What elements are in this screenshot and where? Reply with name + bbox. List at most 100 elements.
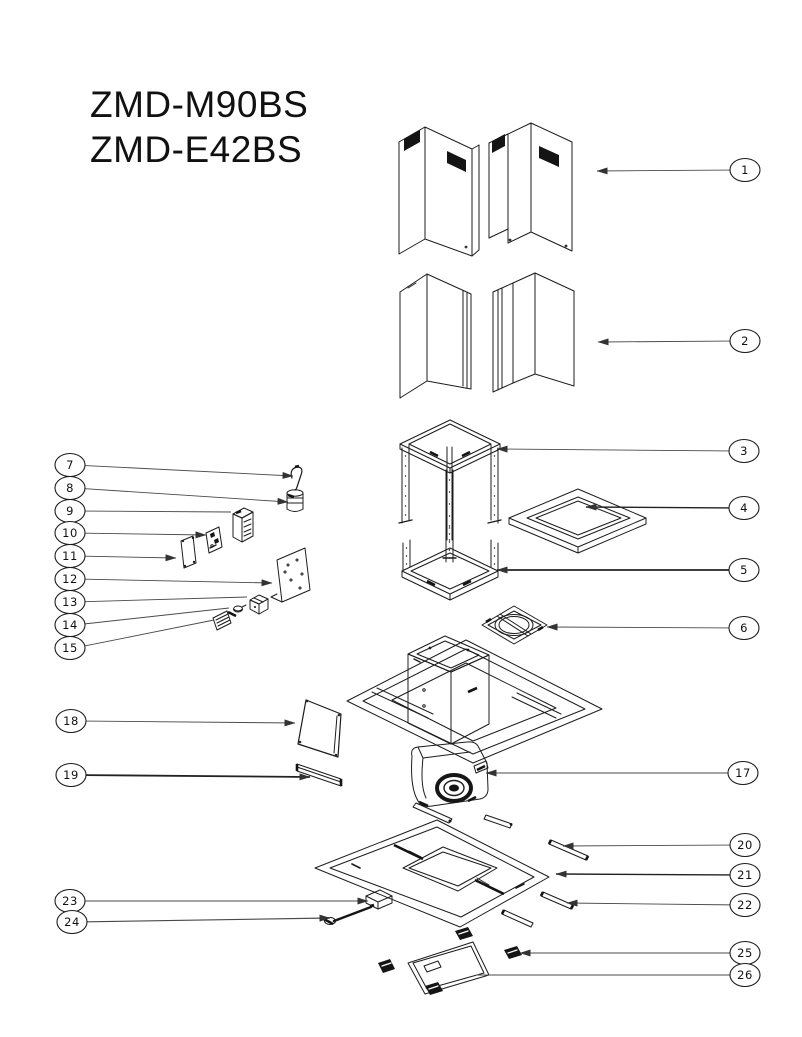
balloon-circle-4 bbox=[728, 495, 760, 521]
balloon-circle-6 bbox=[728, 615, 760, 641]
part-19-trim-strip-drawing bbox=[295, 763, 343, 787]
leader-line-14 bbox=[84, 607, 230, 625]
balloon-number-22: 22 bbox=[737, 898, 753, 912]
balloon-number-3: 3 bbox=[740, 444, 748, 458]
callout-balloon-10: 10 bbox=[54, 520, 207, 546]
electrical-parts-group-drawing bbox=[180, 464, 311, 631]
balloon-number-20: 20 bbox=[737, 838, 753, 852]
balloon-number-21: 21 bbox=[737, 868, 753, 882]
balloon-number-11: 11 bbox=[62, 549, 78, 563]
leader-line-22 bbox=[566, 899, 731, 907]
strip-top-drawing bbox=[483, 814, 513, 829]
balloon-number-24: 24 bbox=[64, 915, 80, 929]
balloon-number-7: 7 bbox=[66, 458, 74, 472]
model-title-line1: ZMD-M90BS bbox=[90, 84, 309, 125]
part-11-panel-drawing bbox=[180, 535, 197, 569]
leader-line-24 bbox=[86, 914, 331, 923]
callout-balloon-1: 1 bbox=[596, 157, 761, 183]
part-8-capacitor-drawing bbox=[286, 489, 304, 512]
balloon-circle-24 bbox=[56, 909, 88, 935]
leader-line-18 bbox=[85, 719, 296, 727]
callout-balloon-4: 4 bbox=[585, 495, 760, 521]
part-20-strip-drawing bbox=[547, 839, 590, 861]
balloon-number-5: 5 bbox=[740, 563, 748, 577]
callout-balloon-18: 18 bbox=[55, 708, 296, 734]
leader-line-15 bbox=[84, 619, 215, 647]
part-15-vent-grille-drawing bbox=[212, 610, 232, 631]
leader-line-20 bbox=[562, 842, 731, 850]
model-title: ZMD-M90BS ZMD-E42BS bbox=[90, 82, 308, 172]
callout-balloon-11: 11 bbox=[54, 543, 177, 569]
balloon-circle-15 bbox=[54, 635, 86, 661]
leader-line-13 bbox=[84, 596, 248, 603]
part-24-hinge-pin-drawing bbox=[321, 903, 375, 926]
part-17-blower-motor-drawing bbox=[411, 741, 489, 824]
balloon-circle-2 bbox=[729, 328, 761, 354]
balloon-number-25: 25 bbox=[737, 946, 753, 960]
part-2-lower-chimney-drawing bbox=[399, 272, 575, 399]
callout-balloon-6: 6 bbox=[546, 615, 760, 641]
balloon-number-4: 4 bbox=[740, 501, 748, 515]
callout-balloon-3: 3 bbox=[496, 438, 760, 464]
leader-line-6 bbox=[546, 623, 730, 631]
callout-balloon-24: 24 bbox=[56, 909, 331, 935]
callout-balloon-12: 12 bbox=[54, 566, 273, 592]
balloon-number-10: 10 bbox=[62, 526, 78, 540]
bottom-panel-group-drawing bbox=[314, 814, 590, 928]
callout-balloon-21: 21 bbox=[555, 862, 761, 888]
balloon-number-1: 1 bbox=[741, 163, 749, 177]
callout-balloon-22: 22 bbox=[566, 892, 761, 918]
part-3-upper-support-frame-drawing bbox=[398, 419, 502, 559]
callout-balloon-20: 20 bbox=[562, 832, 761, 858]
part-14-grommet-drawing bbox=[227, 604, 247, 618]
strip-bottom-drawing bbox=[500, 909, 534, 928]
balloon-number-2: 2 bbox=[741, 334, 749, 348]
part-6-outlet-adapter-drawing bbox=[481, 605, 548, 645]
part-22-strip-drawing bbox=[539, 891, 575, 910]
model-title-line2: ZMD-E42BS bbox=[90, 129, 303, 170]
leader-line-19 bbox=[85, 773, 311, 781]
leader-line-9 bbox=[84, 510, 232, 513]
balloon-number-26: 26 bbox=[737, 968, 753, 982]
leader-line-4 bbox=[585, 503, 730, 511]
leader-line-1 bbox=[596, 167, 731, 175]
part-13-switch-block-drawing bbox=[249, 594, 269, 615]
callout-balloon-17: 17 bbox=[485, 760, 759, 786]
part-4-frame-plate-drawing bbox=[508, 488, 647, 554]
leader-line-21 bbox=[555, 870, 731, 878]
balloon-circle-5 bbox=[728, 557, 760, 583]
balloon-circle-22 bbox=[729, 892, 761, 918]
balloon-number-14: 14 bbox=[62, 618, 78, 632]
leader-line-10 bbox=[84, 531, 207, 539]
leader-line-12 bbox=[84, 578, 273, 587]
balloon-circle-17 bbox=[727, 760, 759, 786]
leader-line-3 bbox=[496, 445, 730, 453]
callout-balloon-19: 19 bbox=[55, 762, 311, 788]
callout-balloon-13: 13 bbox=[54, 589, 248, 615]
balloon-number-18: 18 bbox=[63, 714, 79, 728]
callout-balloon-25: 25 bbox=[519, 940, 761, 966]
part-18-glass-panel-drawing bbox=[297, 699, 342, 758]
balloon-circle-3 bbox=[728, 438, 760, 464]
part-5-lower-support-frame-drawing bbox=[401, 518, 499, 601]
leader-line-7 bbox=[84, 465, 294, 479]
balloon-number-8: 8 bbox=[66, 481, 74, 495]
callout-balloon-23: 23 bbox=[54, 888, 369, 914]
balloon-number-12: 12 bbox=[62, 572, 78, 586]
balloon-circle-1 bbox=[729, 157, 761, 183]
callout-balloon-7: 7 bbox=[54, 452, 294, 479]
balloon-circle-21 bbox=[729, 862, 761, 888]
part-26-filter-panel-group-drawing bbox=[378, 927, 522, 995]
leader-line-2 bbox=[597, 338, 731, 346]
balloon-number-23: 23 bbox=[62, 894, 78, 908]
balloon-circle-26 bbox=[729, 962, 761, 988]
callout-balloon-14: 14 bbox=[54, 607, 230, 638]
part-10-pcb-drawing bbox=[205, 526, 223, 554]
balloon-circle-19 bbox=[55, 762, 87, 788]
balloon-number-13: 13 bbox=[62, 595, 78, 609]
part-25-clip-drawings bbox=[378, 927, 522, 995]
part-7-wire-drawing bbox=[290, 464, 303, 491]
